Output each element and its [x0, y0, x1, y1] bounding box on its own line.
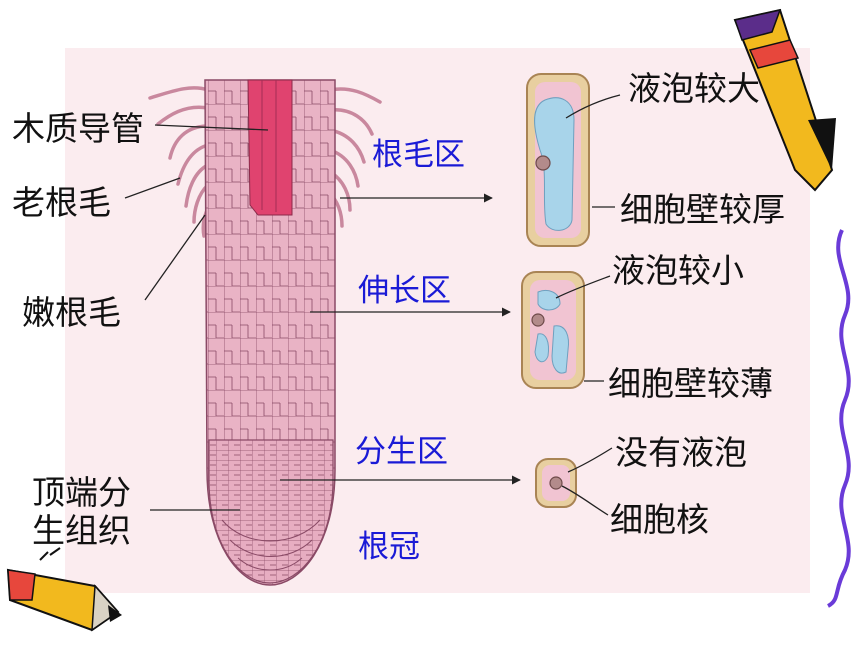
- label-root-hair-zone: 根毛区: [372, 137, 465, 173]
- zone-arrows: [280, 193, 521, 485]
- pencil-icon-top-right: [733, 8, 836, 192]
- wavy-border-right: [826, 229, 851, 608]
- label-xylem: 木质导管: [12, 109, 144, 148]
- xylem-vessel: [247, 79, 293, 216]
- pencil-icon-bottom-left: [6, 547, 122, 632]
- nucleus-large: [535, 155, 551, 171]
- label-apical-meristem-line2: 生组织: [32, 511, 131, 550]
- label-meristem-zone: 分生区: [355, 434, 448, 470]
- label-thin-wall: 细胞壁较薄: [608, 364, 773, 403]
- cell-elongation-zone: [521, 271, 585, 389]
- meristem-root-cap: [208, 439, 334, 584]
- label-root-cap: 根冠: [358, 529, 420, 565]
- backdrop-panel: [65, 48, 810, 593]
- label-apical-meristem-line1: 顶端分: [32, 473, 131, 512]
- label-small-vacuole: 液泡较小: [612, 251, 744, 290]
- left-leader-lines: [124, 124, 269, 511]
- cell-root-hair-zone: [526, 73, 590, 247]
- label-nucleus: 细胞核: [610, 500, 709, 539]
- label-elongation-zone: 伸长区: [358, 273, 451, 309]
- root-illustration: [148, 79, 382, 586]
- cell-meristem-zone: [535, 458, 577, 508]
- label-old-root-hair: 老根毛: [12, 183, 111, 222]
- label-young-root-hair: 嫩根毛: [22, 293, 121, 332]
- label-thick-wall: 细胞壁较厚: [620, 190, 785, 229]
- right-leader-lines: [555, 94, 621, 516]
- nucleus-medium: [531, 313, 545, 327]
- label-large-vacuole: 液泡较大: [628, 69, 760, 108]
- nucleus-small: [549, 476, 563, 490]
- label-no-vacuole: 没有液泡: [615, 433, 747, 472]
